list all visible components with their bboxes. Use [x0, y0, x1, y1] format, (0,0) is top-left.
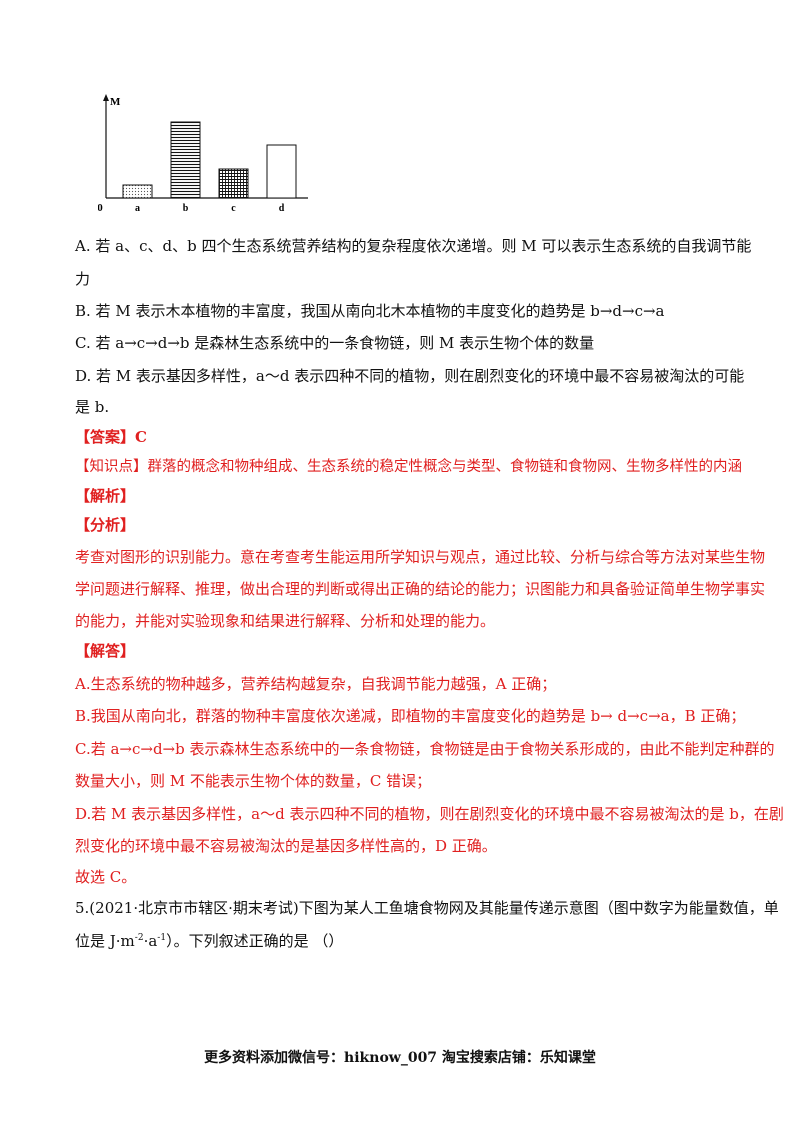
jieda-c-line2: 数量大小，则 M 不能表示生物个体的数量，C 错误； — [75, 772, 432, 790]
option-d-line1: D. 若 M 表示基因多样性，a～d 表示四种不同的植物，则在剧烈变化的环境中最… — [75, 367, 745, 385]
tick-label-a: a — [135, 203, 140, 214]
option-d-line2: 是 b. — [75, 398, 110, 416]
question-5-line2: 位是 J·m-2·a-1）。下列叙述正确的是 （） — [75, 931, 725, 951]
q5-sup-m: -2 — [134, 933, 144, 943]
tick-label-d: d — [279, 203, 285, 214]
origin-label: 0 — [98, 202, 103, 214]
bar-b — [170, 121, 201, 199]
knowledge-points: 【知识点】群落的概念和物种组成、生态系统的稳定性概念与类型、食物链和食物网、生物… — [75, 459, 742, 475]
jieda-c-line1: C.若 a→c→d→b 表示森林生态系统中的一条食物链，食物链是由于食物关系形成… — [75, 740, 775, 758]
jieda-heading: 【解答】 — [75, 642, 136, 660]
q5-unit-mid: ·a — [143, 932, 158, 950]
fenxi-line3: 的能力，并能对实验现象和结果进行解释、分析和处理的能力。 — [75, 612, 496, 630]
q5-unit-pre: 位是 J·m — [75, 932, 135, 950]
question-5-line1: 5.(2021·北京市市辖区·期末考试)下图为某人工鱼塘食物网及其能量传递示意图… — [75, 899, 779, 917]
page-footer: 更多资料添加微信号：hiknow_007 淘宝搜索店铺：乐知课堂 — [204, 1050, 596, 1066]
conclusion: 故选 C。 — [75, 868, 137, 886]
jieda-d-line2: 烈变化的环境中最不容易被淘汰的是基因多样性高的，D 正确。 — [75, 837, 497, 855]
jieda-b: B.我国从南向北，群落的物种丰富度依次递减，即植物的丰富度变化的趋势是 b→ d… — [75, 707, 746, 725]
q5-unit-post: ）。下列叙述正确的是 （） — [166, 932, 344, 950]
jieda-a: A.生态系统的物种越多，营养结构越复杂，自我调节能力越强，A 正确； — [75, 675, 557, 693]
q5-sup-a: -1 — [157, 933, 167, 943]
answer: 【答案】C — [75, 428, 147, 446]
bar-d — [266, 144, 297, 199]
analysis-heading: 【解析】 — [75, 487, 136, 505]
bar-chart: M 0 a b c d — [98, 94, 308, 214]
option-a-line1: A. 若 a、c、d、b 四个生态系统营养结构的复杂程度依次递增。则 M 可以表… — [75, 237, 752, 255]
option-c: C. 若 a→c→d→b 是森林生态系统中的一条食物链，则 M 表示生物个体的数… — [75, 334, 595, 352]
tick-label-b: b — [183, 203, 189, 214]
bar-c — [218, 168, 249, 199]
y-axis-arrow — [103, 94, 109, 101]
fenxi-line1: 考查对图形的识别能力。意在考查考生能运用所学知识与观点，通过比较、分析与综合等方… — [75, 548, 766, 566]
fenxi-line2: 学问题进行解释、推理，做出合理的判断或得出正确的结论的能力；识图能力和具备验证简… — [75, 580, 766, 598]
option-a-line2: 力 — [75, 270, 91, 288]
option-b: B. 若 M 表示木本植物的丰富度，我国从南向北木本植物的丰度变化的趋势是 b→… — [75, 302, 665, 320]
fenxi-heading: 【分析】 — [75, 516, 136, 534]
y-axis-label: M — [110, 96, 121, 108]
jieda-d-line1: D.若 M 表示基因多样性，a～d 表示四种不同的植物，则在剧烈变化的环境中最不… — [75, 805, 784, 823]
tick-label-c: c — [231, 203, 236, 214]
bar-a — [122, 184, 153, 199]
